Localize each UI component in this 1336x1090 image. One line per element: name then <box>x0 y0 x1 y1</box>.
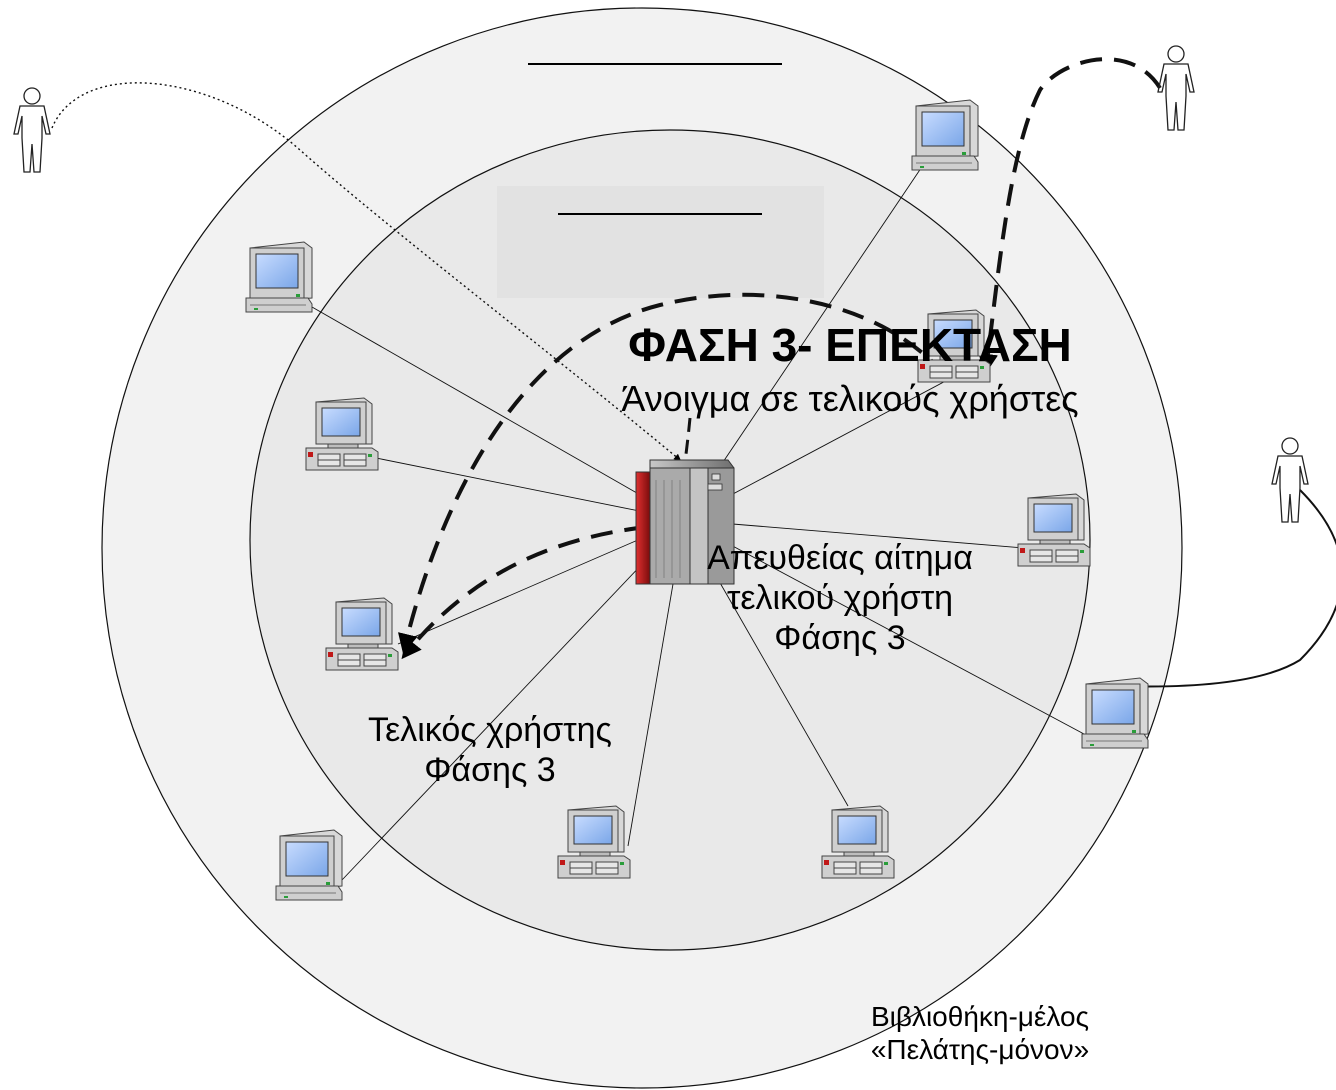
diagram-title: ΦΑΣΗ 3- ΕΠΕΚΤΑΣΗ <box>628 319 1072 371</box>
diagram-subtitle: Άνοιγμα σε τελικούς χρήστες <box>621 378 1079 419</box>
workstation-computer-icon <box>1017 493 1091 567</box>
direct-request-label: Απευθείας αίτημα τελικού χρήστη Φάσης 3 <box>670 538 1010 658</box>
member-library-line-1: Βιβλιοθήκη-μέλος <box>870 1001 1090 1032</box>
end-user-line-2: Φάσης 3 <box>424 751 556 790</box>
desktop-computer-icon <box>1081 677 1149 749</box>
workstation-computer-icon <box>557 805 631 879</box>
workstation-computer-icon <box>305 397 379 471</box>
direct-request-line-2: τελικού χρήστη <box>726 579 954 618</box>
server-tower-icon <box>635 459 735 585</box>
dashed-request-path-top <box>978 57 1162 374</box>
direct-request-line-3: Φάσης 3 <box>774 619 906 658</box>
member-library-line-2: «Πελάτης-μόνον» <box>870 1034 1090 1066</box>
person-icon <box>13 87 51 173</box>
solid-request-path <box>1114 489 1336 692</box>
dashed-arc-path <box>398 292 948 654</box>
workstation-computer-icon <box>821 805 895 879</box>
inner-ring-label-box <box>497 186 824 298</box>
dotted-request-path <box>51 82 682 461</box>
member-library-label: Βιβλιοθήκη-μέλος «Πελάτης-μόνον» <box>800 1000 1160 1066</box>
desktop-computer-icon <box>245 241 313 313</box>
end-user-line-1: Τελικός χρήστης <box>368 711 612 749</box>
end-user-label: Τελικός χρήστης Φάσης 3 <box>330 710 650 790</box>
person-icon <box>1271 437 1309 523</box>
workstation-computer-icon <box>325 597 399 671</box>
person-icon <box>1157 45 1195 131</box>
direct-request-line-1: Απευθείας αίτημα <box>707 539 973 577</box>
desktop-computer-icon <box>275 829 343 901</box>
desktop-computer-icon <box>911 99 979 171</box>
